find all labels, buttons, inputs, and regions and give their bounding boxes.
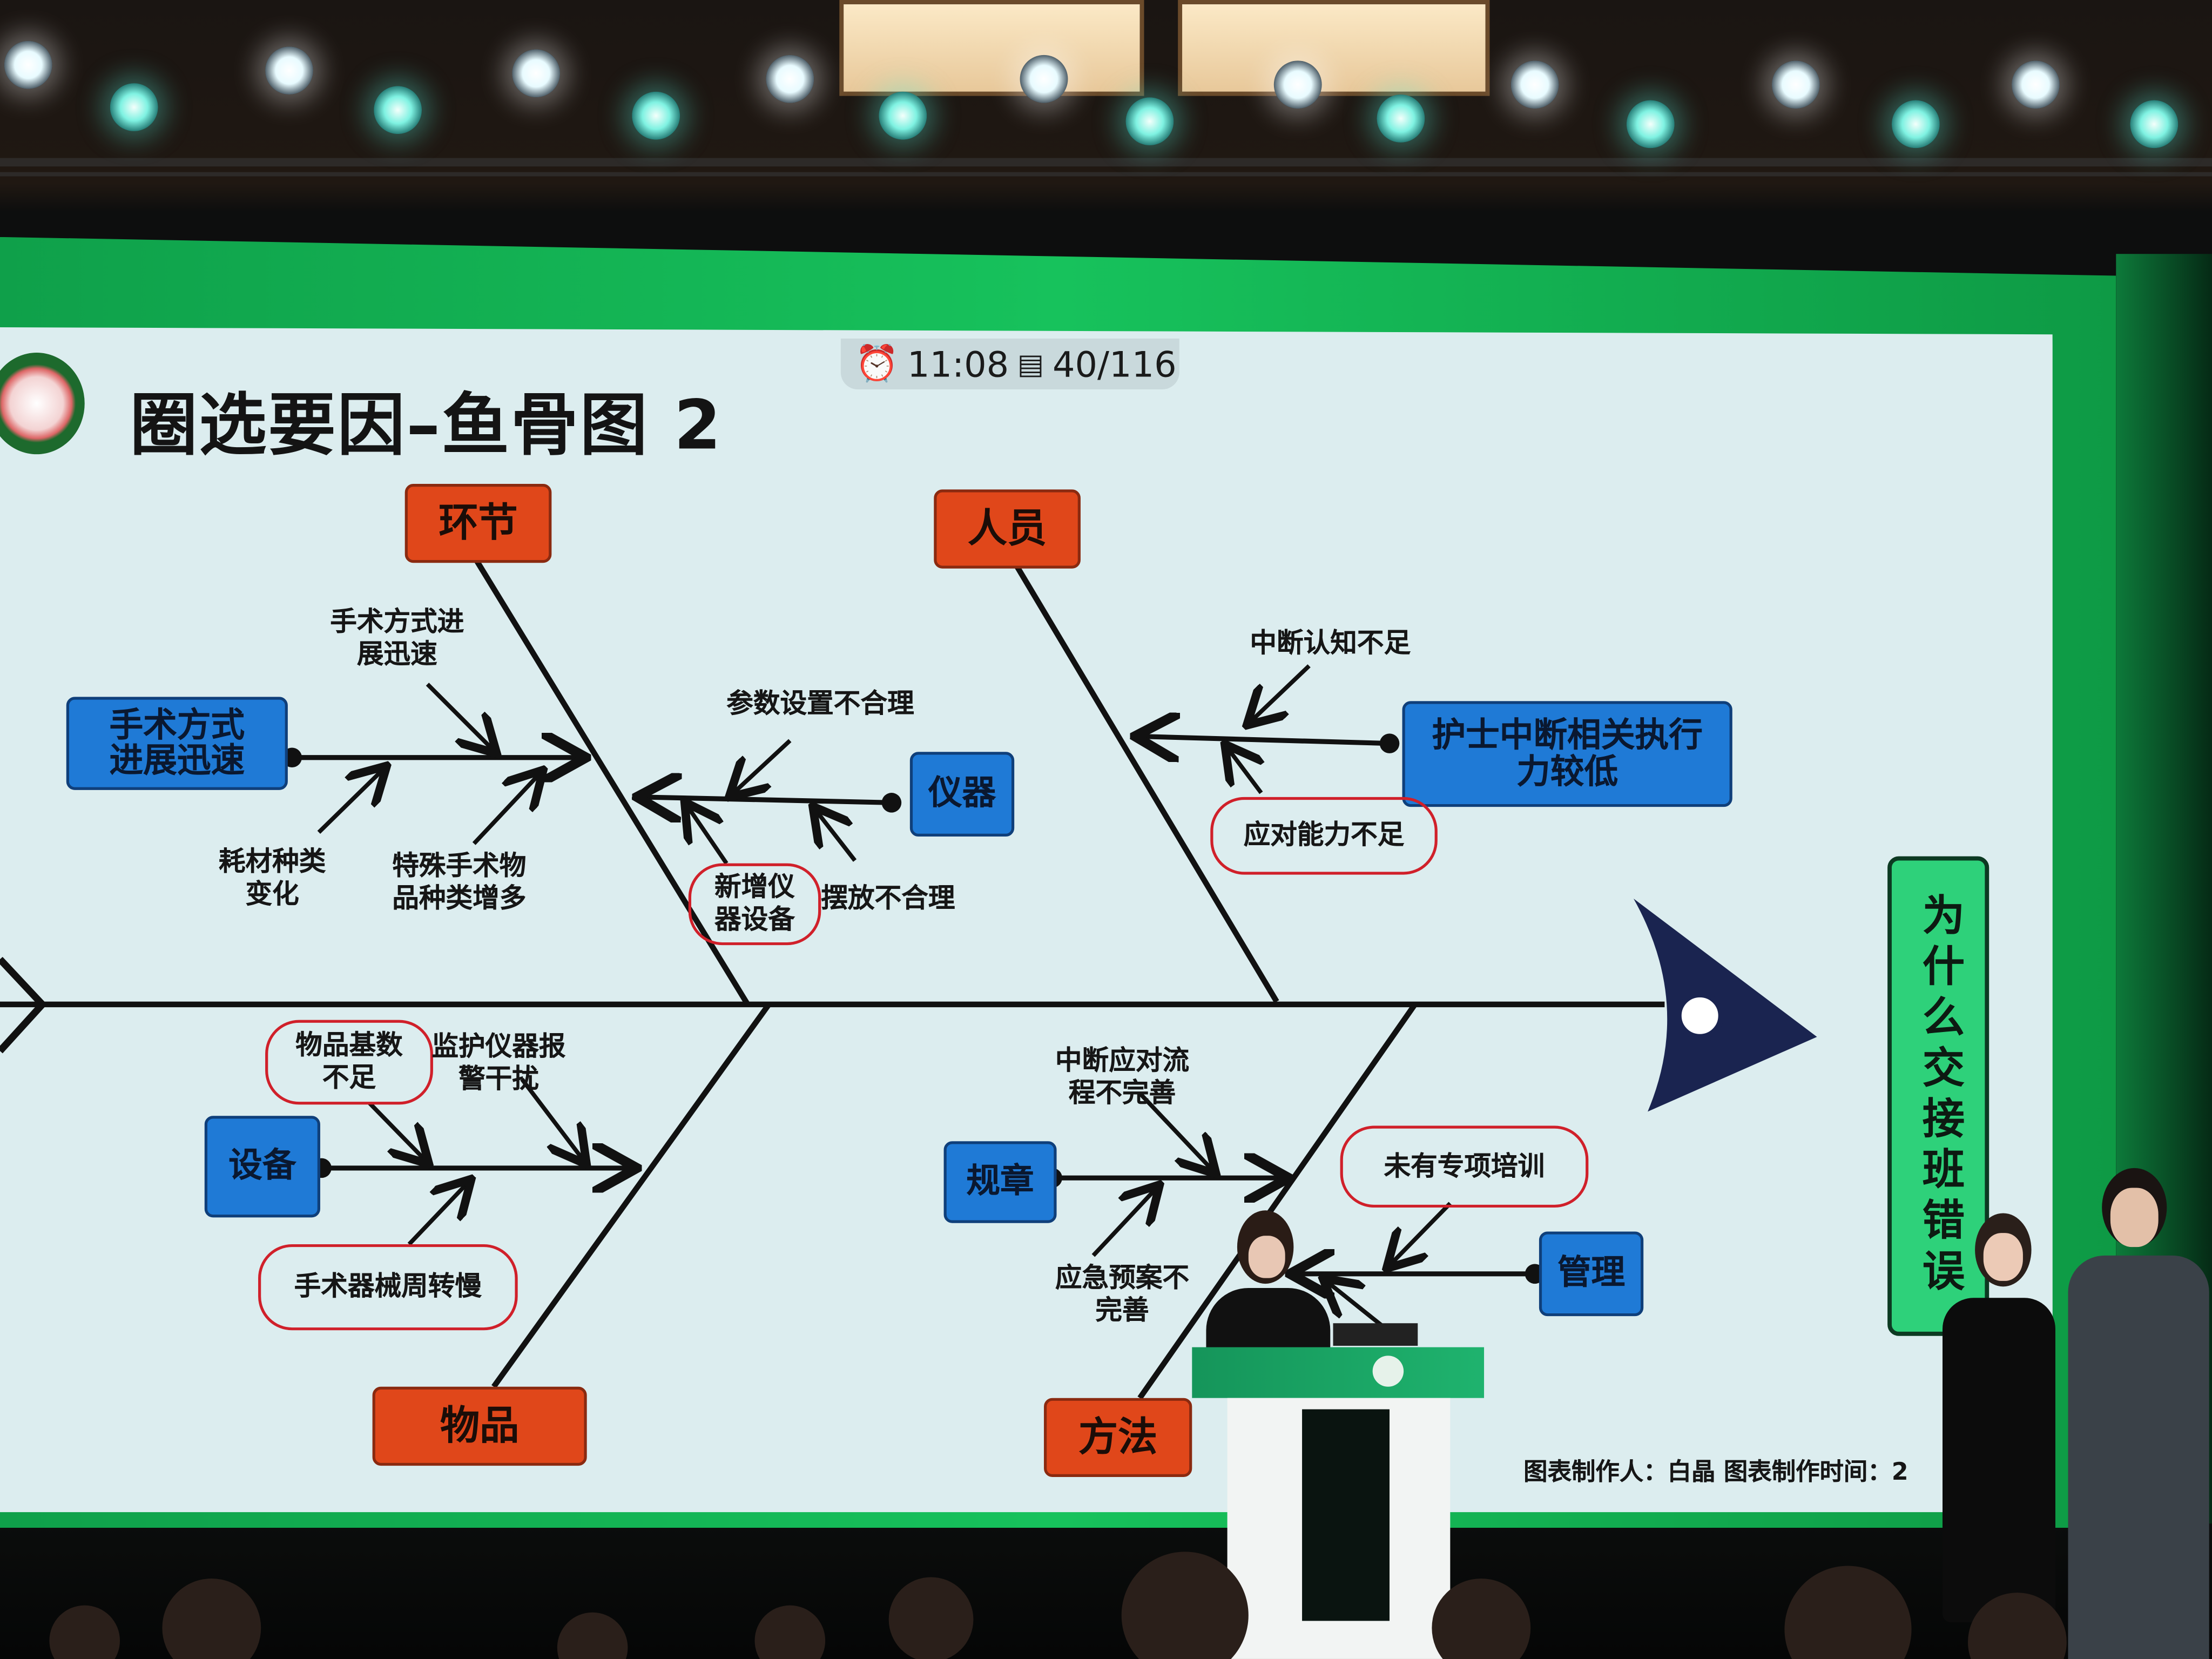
audience-head	[1121, 1551, 1249, 1659]
stage-light	[1377, 95, 1425, 143]
ceiling-panel	[1178, 0, 1490, 96]
circled-cause: 应对能力不足	[1210, 797, 1438, 875]
stage-light	[1626, 100, 1675, 149]
category-box: 环节	[404, 483, 552, 563]
audience-head	[1432, 1577, 1531, 1659]
stage-light	[4, 41, 52, 89]
cause-box: 护士中断相关执行力较低	[1402, 701, 1732, 807]
stage-light	[2130, 100, 2179, 149]
circled-cause: 物品基数 不足	[265, 1020, 433, 1105]
slide-footer: 图表制作人：白晶 图表制作时间：2	[1523, 1459, 1908, 1487]
stage-light	[512, 49, 561, 98]
stage-light	[1771, 60, 1820, 109]
audience-head	[888, 1577, 974, 1659]
podium	[1192, 1347, 1485, 1659]
stage-light	[265, 46, 313, 95]
cause-label: 中断认知不足	[1250, 628, 1411, 659]
document-icon: ▤	[1017, 347, 1044, 381]
cause-label: 摆放不合理	[821, 883, 955, 914]
male-host	[2062, 1168, 2212, 1659]
category-box: 人员	[934, 489, 1081, 569]
cause-box: 仪器	[909, 752, 1015, 837]
cause-label: 手术方式进 展迅速	[330, 606, 464, 670]
circled-cause: 未有专项培训	[1340, 1125, 1589, 1208]
cause-label: 监护仪器报 警干扰	[431, 1031, 566, 1095]
fish-head	[1633, 898, 1817, 1112]
category-box: 方法	[1044, 1398, 1192, 1477]
stage-light	[766, 55, 814, 103]
lighting-truss	[0, 172, 2212, 177]
cause-box: 管理	[1539, 1231, 1644, 1317]
stage-light	[1273, 60, 1322, 109]
cause-label: 参数设置不合理	[726, 688, 914, 720]
page-counter: 40/116	[1052, 343, 1177, 385]
category-box: 物品	[372, 1386, 587, 1466]
ceiling-panel	[839, 0, 1144, 96]
cause-label: 特殊手术物 品种类增多	[392, 851, 527, 914]
female-host	[1936, 1213, 2062, 1623]
cause-box: 设备	[204, 1116, 320, 1218]
bone-top-right	[1013, 563, 1279, 1003]
stage-light	[879, 91, 927, 140]
audience-head	[162, 1577, 261, 1659]
laptop	[1333, 1323, 1418, 1346]
stage-light	[632, 91, 680, 140]
alarm-clock-icon: ⏰	[854, 342, 899, 384]
problem-head-label: 为什么交接班错误	[1887, 856, 1990, 1336]
circled-cause: 新增仪 器设备	[688, 863, 821, 946]
stage-light	[1125, 97, 1174, 146]
circled-cause: 手术器械周转慢	[258, 1244, 518, 1331]
stage-light	[1891, 100, 1940, 149]
cause-label: 耗材种类 变化	[218, 846, 326, 910]
timer-bar: ⏰ 11:08 ▤ 40/116	[840, 338, 1179, 389]
cause-box: 规章	[943, 1141, 1057, 1223]
cause-label: 应急预案不 完善	[1055, 1262, 1190, 1326]
stage-light	[1510, 60, 1559, 109]
stage-light	[2011, 60, 2060, 109]
stage-light	[1020, 55, 1068, 103]
page-title: 圈选要因–鱼骨图 2	[130, 386, 723, 466]
fish-eye	[1676, 992, 1724, 1040]
safe-logo	[0, 353, 85, 455]
bone-bottom-left	[491, 1002, 771, 1388]
cause-box: 手术方式进展迅速	[66, 697, 288, 790]
fish-tail	[0, 956, 48, 1054]
stage-light	[374, 86, 422, 134]
timer-time: 11:08	[907, 343, 1009, 385]
stage-light	[110, 83, 158, 131]
lighting-truss	[0, 158, 2212, 167]
cause-label: 中断应对流 程不完善	[1055, 1045, 1190, 1109]
